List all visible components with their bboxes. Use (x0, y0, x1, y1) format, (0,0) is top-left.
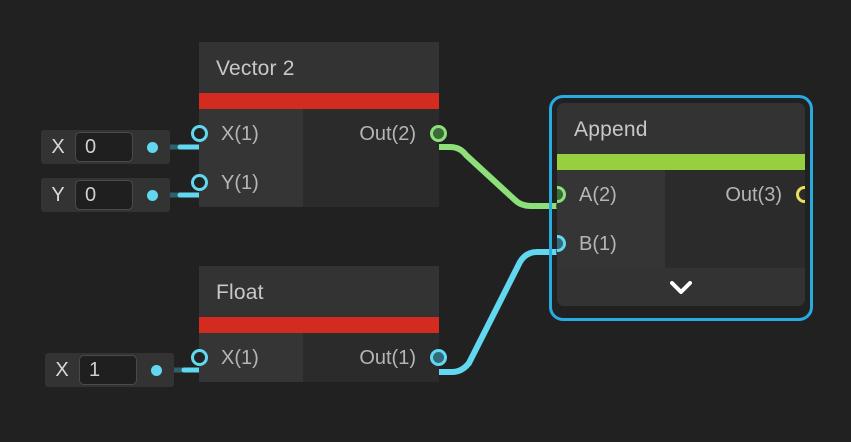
widget-connector-dot[interactable] (147, 141, 158, 153)
node-append[interactable]: Append A(2) B(1) Out(3) (557, 103, 805, 306)
widget-float-x[interactable]: X 1 (45, 353, 174, 387)
node-append-body: A(2) B(1) Out(3) (557, 170, 805, 268)
widget-label-x: X (51, 136, 65, 158)
port-row-append-spacer (665, 219, 805, 268)
input-port-icon-b1[interactable] (557, 235, 566, 252)
node-vector2-input-column: X(1) Y(1) (191, 109, 303, 207)
node-float-accent-bar (199, 317, 439, 333)
widget-value-input-x[interactable]: 1 (79, 355, 137, 385)
input-port-label-b1: B(1) (579, 232, 617, 255)
input-port-label-y1: Y(1) (221, 171, 259, 194)
input-port-icon-x1[interactable] (191, 349, 208, 366)
input-port-label-a2: A(2) (579, 183, 617, 206)
widget-connector-dot[interactable] (151, 364, 162, 376)
node-vector2-accent-bar (199, 93, 439, 109)
chevron-down-icon[interactable] (670, 280, 692, 294)
input-port-icon-a2[interactable] (557, 186, 566, 203)
output-port-label-out3: Out(3) (725, 183, 782, 206)
node-vector2[interactable]: Vector 2 X(1) Y(1) Out(2) (191, 42, 447, 207)
node-append-title: Append (574, 118, 648, 141)
node-float-title: Float (216, 281, 264, 304)
port-row-float-out[interactable]: Out(1) (303, 333, 447, 382)
port-row-vector2-out[interactable]: Out(2) (303, 109, 447, 158)
node-append-accent-bar (557, 154, 805, 170)
input-port-label-x1: X(1) (221, 346, 259, 369)
output-port-label-out1: Out(1) (359, 346, 416, 369)
widget-label-x: X (55, 359, 69, 381)
node-append-input-column: A(2) B(1) (557, 170, 665, 268)
widget-label-y: Y (51, 184, 65, 206)
output-port-icon-out2[interactable] (430, 125, 447, 142)
port-row-append-b[interactable]: B(1) (557, 219, 665, 268)
input-port-icon-y1[interactable] (191, 174, 208, 191)
node-vector2-output-column: Out(2) (303, 109, 447, 207)
widget-vector2-y[interactable]: Y 0 (41, 178, 170, 212)
output-port-icon-out1[interactable] (430, 349, 447, 366)
port-row-vector2-spacer (303, 158, 439, 207)
node-float-output-column: Out(1) (303, 333, 447, 382)
port-row-vector2-x[interactable]: X(1) (191, 109, 303, 158)
output-port-icon-out3[interactable] (796, 186, 805, 203)
port-row-vector2-y[interactable]: Y(1) (191, 158, 303, 207)
input-port-label-x1: X(1) (221, 122, 259, 145)
output-port-label-out2: Out(2) (359, 122, 416, 145)
node-float-input-column: X(1) (191, 333, 303, 382)
port-row-float-x[interactable]: X(1) (191, 333, 303, 382)
input-port-icon-x1[interactable] (191, 125, 208, 142)
port-row-append-a[interactable]: A(2) (557, 170, 665, 219)
node-vector2-body: X(1) Y(1) Out(2) (191, 109, 447, 207)
node-append-output-column: Out(3) (665, 170, 805, 268)
widget-value-input-x[interactable]: 0 (75, 132, 133, 162)
node-float-body: X(1) Out(1) (191, 333, 447, 382)
widget-connector-dot[interactable] (147, 189, 158, 201)
node-append-collapse-bar[interactable] (557, 268, 805, 306)
node-float[interactable]: Float X(1) Out(1) (191, 266, 447, 382)
node-vector2-title: Vector 2 (216, 57, 295, 80)
port-row-append-out[interactable]: Out(3) (665, 170, 805, 219)
widget-value-input-y[interactable]: 0 (75, 180, 133, 210)
widget-vector2-x[interactable]: X 0 (41, 130, 170, 164)
